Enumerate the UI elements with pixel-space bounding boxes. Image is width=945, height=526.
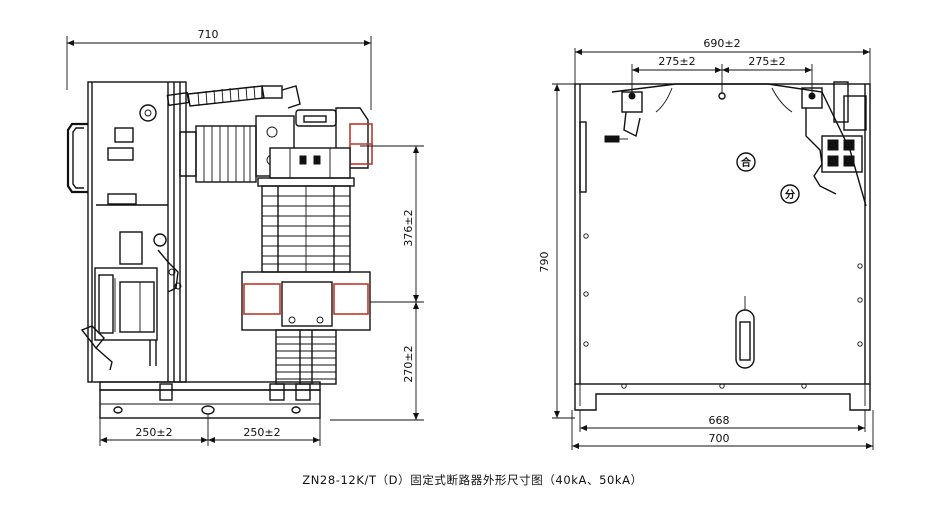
dim-terminal-heights: 376±2 270±2 (330, 145, 424, 421)
side-view: 710 (66, 28, 424, 446)
dim-width-top: 690±2 (574, 37, 871, 100)
base-plate (99, 381, 321, 419)
dim-label-250-left: 250±2 (135, 426, 172, 439)
dim-label-270: 270±2 (402, 345, 415, 382)
dim-height-790: 790 (538, 83, 575, 419)
dim-total-width-left: 710 (66, 28, 372, 110)
drawing-caption: ZN28-12K/T（D）固定式断路器外形尺寸图（40kA、50kA） (302, 473, 643, 487)
lower-bellows (275, 329, 337, 385)
dim-label-376: 376±2 (402, 209, 415, 246)
dim-label-275-right: 275±2 (748, 55, 785, 68)
dim-label-690: 690±2 (703, 37, 740, 50)
insulator-rod (166, 85, 301, 109)
dim-bolt-pitch: 250±2 250±2 (99, 414, 321, 446)
vertical-insulator (261, 185, 351, 273)
front-view: 690±2 275±2 275±2 (538, 37, 874, 450)
dim-label-668: 668 (709, 414, 730, 427)
dim-label-275-left: 275±2 (658, 55, 695, 68)
frame-body (66, 81, 187, 383)
front-panel: 合 分 (574, 81, 871, 411)
dim-hole-spacing: 275±2 275±2 (631, 55, 813, 96)
dim-label-790: 790 (538, 252, 551, 273)
open-indicator-label: 分 (785, 188, 795, 201)
dim-bottom-widths: 668 700 (571, 410, 874, 450)
close-indicator-label: 合 (740, 156, 752, 169)
dim-label-700: 700 (709, 432, 730, 445)
dim-label-250-right: 250±2 (243, 426, 280, 439)
lower-terminal-box (241, 271, 371, 331)
top-contact-assembly (257, 107, 373, 187)
dim-label-710: 710 (198, 28, 219, 41)
